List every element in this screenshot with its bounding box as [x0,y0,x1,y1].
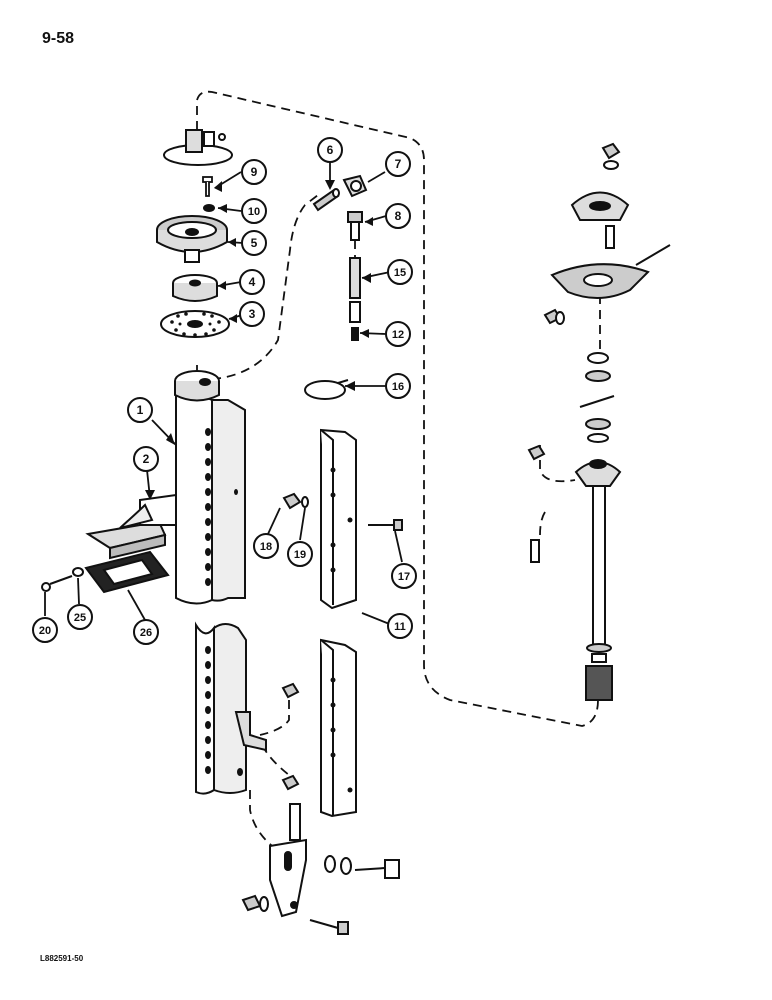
column-hole-row-upper [205,428,238,586]
bolt-20 [41,575,73,592]
bracket-2 [85,493,177,560]
bearing-housing-5 [156,215,228,263]
adapter-8 [347,211,363,241]
tee-fitting-7 [342,174,368,198]
main-column-upper [174,370,246,605]
callout-17: 17 [398,571,410,583]
callout-26: 26 [140,627,152,639]
callout-circles [32,137,417,645]
right-shaft-assembly [527,142,671,701]
callout-6: 6 [327,143,334,157]
washer-25 [72,567,84,577]
callout-4: 4 [249,275,256,289]
callout-12: 12 [392,329,404,341]
callout-19: 19 [294,549,306,561]
perforated-disc-3 [160,310,230,338]
callout-2: 2 [143,452,150,466]
side-rail-11 [320,428,357,818]
washer-19 [301,496,309,508]
disc-perforations [170,312,221,337]
callout-18: 18 [260,541,272,553]
column-hole-row-lower [205,646,243,776]
washer-10 [203,204,215,212]
screw-9 [202,176,213,197]
callout-1: 1 [137,403,144,417]
callout-16: 16 [392,381,404,393]
callout-25: 25 [74,612,86,624]
nut-18 [282,492,302,510]
main-column-lower [195,621,247,795]
bushing-4 [172,274,218,302]
lower-nuts-and-bolts [241,682,400,935]
page-number: 9-58 [42,30,75,47]
rail-holes [330,467,353,793]
top-flange-plate [163,129,233,166]
hose-clamp-16 [304,379,349,400]
callout-20: 20 [39,625,51,637]
arrowheads [145,180,373,500]
callout-9: 9 [251,165,258,179]
fitting-12 [351,327,359,341]
callout-11: 11 [394,621,406,633]
nipple-6 [312,188,340,212]
callout-8: 8 [395,209,402,223]
catalog-code: L882591-50 [40,954,84,963]
lower-mounting-bracket [234,711,307,918]
callout-15: 15 [394,267,406,279]
tube-15 [349,257,361,323]
gasket-26 [84,550,170,594]
callout-10: 10 [248,206,260,218]
callout-7: 7 [395,157,402,171]
callout-labels: 1 2 3 4 5 6 7 8 9 10 11 12 15 16 17 18 1… [39,143,410,639]
callout-3: 3 [249,307,256,321]
callout-5: 5 [251,236,258,250]
bolt-17 [368,519,403,531]
